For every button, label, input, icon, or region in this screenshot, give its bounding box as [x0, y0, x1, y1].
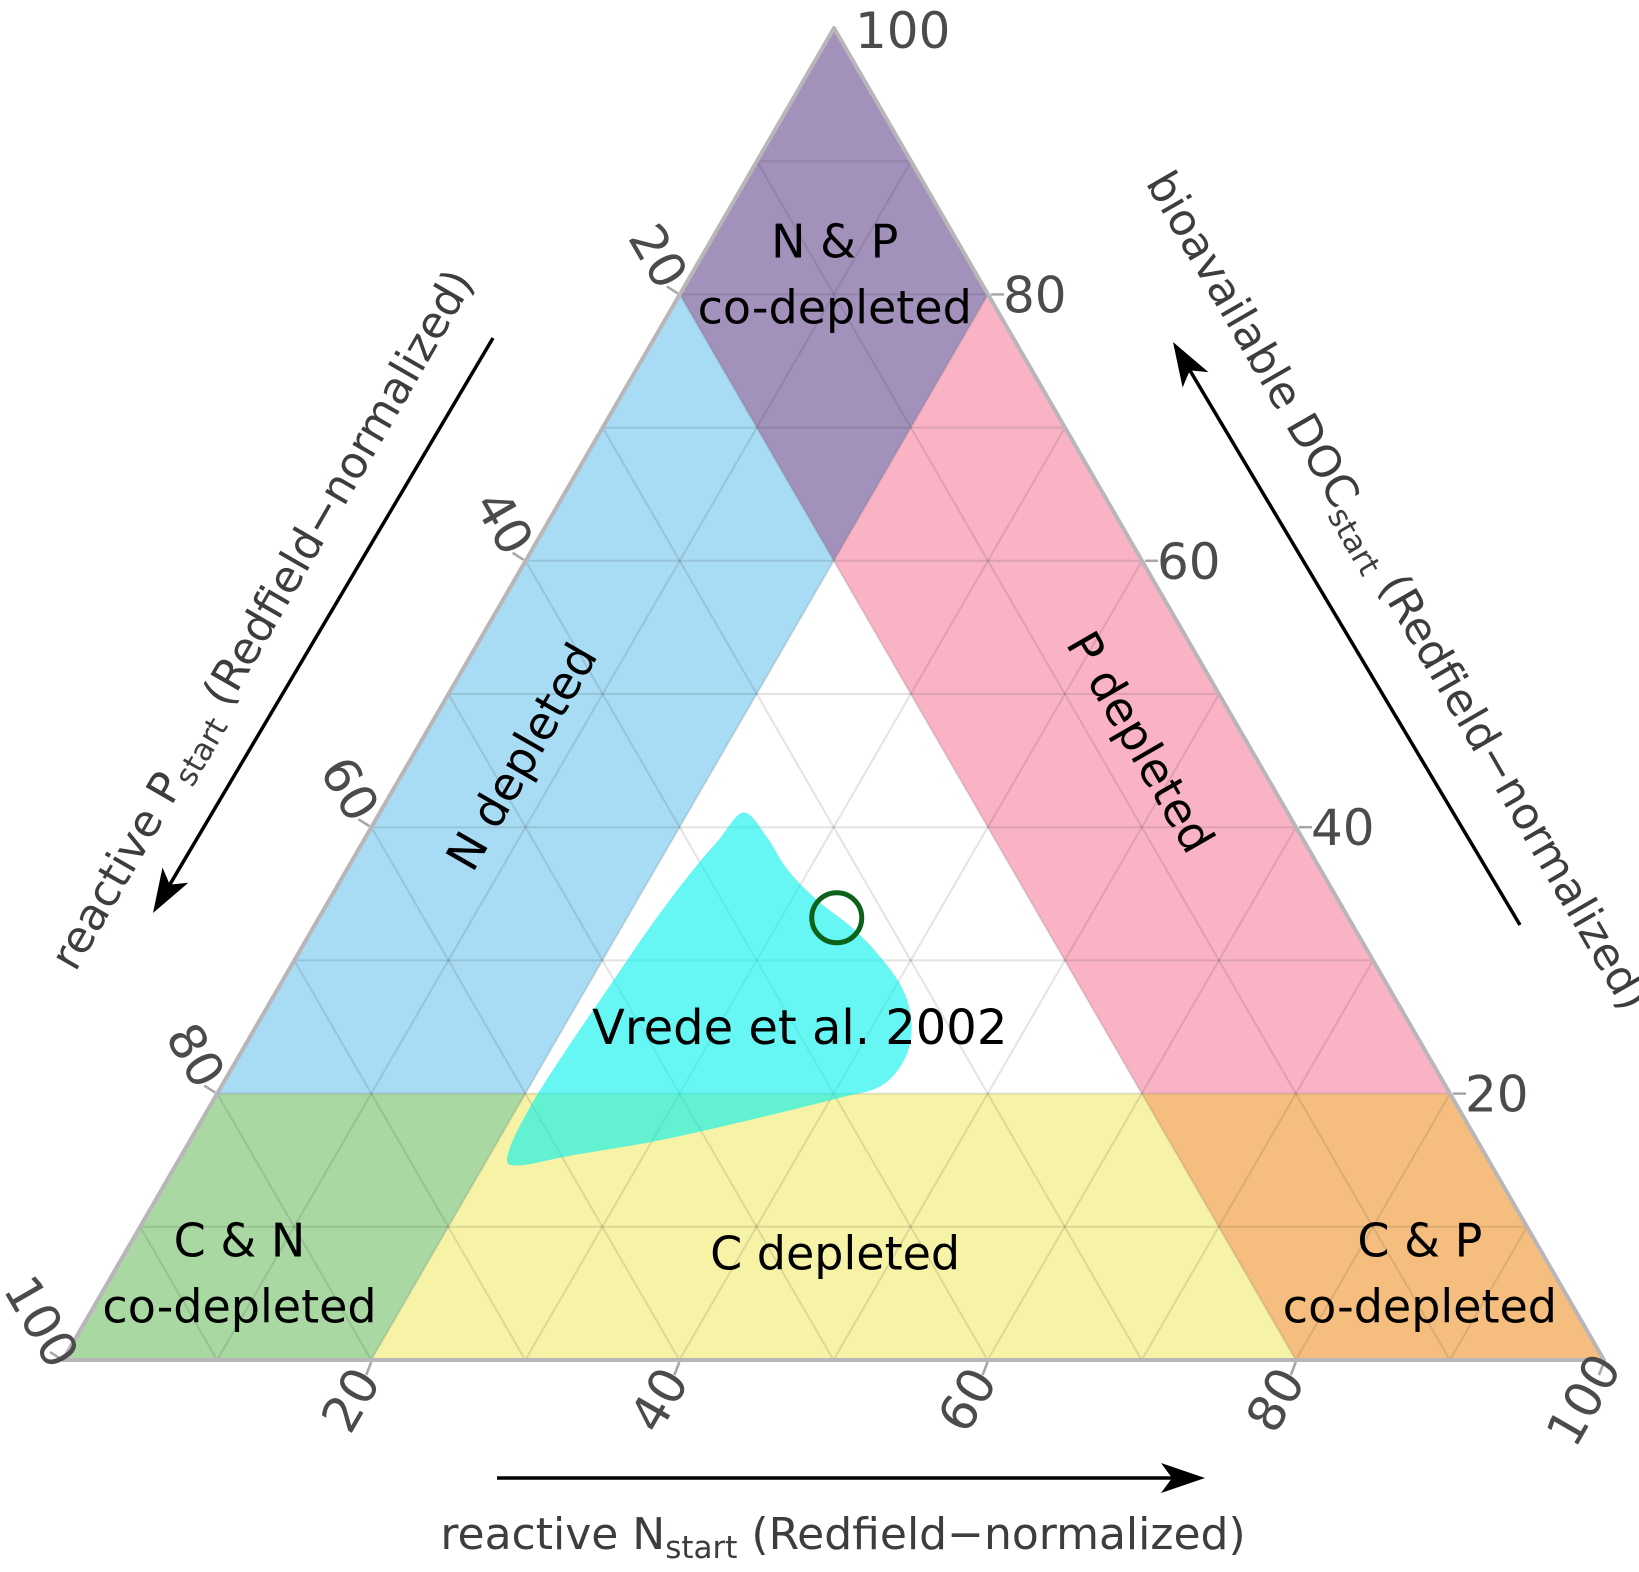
- grid-line: [139, 1226, 218, 1361]
- region-label-text: C depleted: [710, 1226, 960, 1280]
- grid-line: [293, 959, 527, 1361]
- tick-label-text: 20: [310, 1358, 392, 1442]
- tick-mark-left: [666, 285, 679, 295]
- region-p-area: [833, 294, 1450, 1094]
- tick-label-right-20: 20: [1465, 1066, 1529, 1124]
- region-label-cp: C & P co-depleted: [1283, 1213, 1557, 1333]
- tick-label-right-80: 80: [1003, 266, 1067, 324]
- grid-line: [216, 160, 912, 1361]
- tick-mark-bottom: [1597, 1361, 1606, 1376]
- grid-line: [216, 1093, 373, 1361]
- bottom-axis-title-text: reactive Nstart (Redfield−normalized): [440, 1509, 1245, 1566]
- region-label-c: C depleted: [710, 1226, 960, 1280]
- axis-arrows: [153, 337, 1522, 1493]
- bottom-axis-title-part: start: [665, 1530, 737, 1566]
- regions-layer: [63, 28, 1604, 1360]
- region-label-text: N & P co-depleted: [698, 214, 972, 334]
- bottom-axis-title-part: (Redfield−normalized): [737, 1509, 1245, 1560]
- region-c-area: [371, 1093, 1296, 1360]
- tick-mark-left: [49, 1350, 62, 1361]
- bottom-axis-title: reactive Nstart (Redfield−normalized): [440, 1509, 1245, 1566]
- region-label-line: C & N: [174, 1213, 306, 1267]
- tick-label-bottom-80: 80: [1235, 1358, 1317, 1442]
- tick-label-text: 60: [927, 1358, 1009, 1442]
- tick-label-right-60: 60: [1157, 533, 1221, 591]
- data-point-marker: [809, 890, 865, 946]
- left-axis-arrow-shaft: [166, 337, 495, 889]
- region-label-line: co-depleted: [102, 1279, 376, 1333]
- grid-line: [1140, 959, 1374, 1361]
- marker-layer: [809, 890, 865, 946]
- grid-line: [1449, 1226, 1528, 1361]
- tick-mark-left: [357, 818, 371, 828]
- region-label-line: C & P: [1357, 1213, 1482, 1267]
- tick-label-right-100: 100: [855, 2, 950, 60]
- bottom-axis-arrow: [497, 1463, 1205, 1493]
- bottom-axis-title-part: reactive N: [440, 1509, 665, 1560]
- tick-mark-bottom: [981, 1361, 989, 1376]
- region-label-cn: C & N co-depleted: [102, 1213, 376, 1333]
- tick-label-text: 80: [1235, 1358, 1317, 1442]
- region-cn-area: [63, 1093, 526, 1360]
- grid-line: [601, 427, 1143, 1361]
- triangle-border: [61, 26, 1606, 1362]
- tick-label-bottom-40: 40: [618, 1358, 700, 1442]
- right-axis-arrow-head-icon: [1173, 342, 1209, 388]
- grid-line: [986, 826, 1297, 1361]
- bottom-axis-arrow-head-icon: [1161, 1463, 1205, 1493]
- region-label-np: N & P co-depleted: [698, 214, 972, 334]
- tick-mark-left: [511, 551, 525, 561]
- vrede-envelope: [506, 812, 912, 1166]
- right-axis-title-part: (Redfield−normalized): [1361, 553, 1639, 1019]
- right-axis-arrow-shaft: [1186, 366, 1522, 926]
- region-label-text: C & N co-depleted: [102, 1213, 376, 1333]
- region-label-line: N & P: [771, 214, 898, 268]
- study-region-label: Vrede et al. 2002: [592, 1000, 1007, 1056]
- tick-label-text: 40: [618, 1358, 700, 1442]
- tick-label-right-40: 40: [1311, 799, 1375, 857]
- region-n-area: [217, 294, 834, 1094]
- region-label-text: C & P co-depleted: [1283, 1213, 1557, 1333]
- region-label-line: co-depleted: [698, 280, 972, 334]
- left-axis-arrow-head-icon: [153, 867, 189, 913]
- left-axis-title-part: (Redfield−normalized): [186, 261, 484, 727]
- tick-mark-bottom: [673, 1361, 681, 1376]
- grid-line: [370, 293, 989, 1361]
- grid-line: [832, 693, 1220, 1361]
- left-axis-arrow: [153, 337, 495, 913]
- grid-line: [370, 826, 681, 1361]
- region-label-line: co-depleted: [1283, 1279, 1557, 1333]
- tick-mark-bottom: [365, 1361, 373, 1376]
- grid-line: [678, 293, 1297, 1361]
- grid-line: [756, 160, 1451, 1361]
- region-label-line: C depleted: [710, 1226, 960, 1280]
- study-layer: [506, 812, 912, 1166]
- left-axis-title-part: reactive P: [41, 764, 194, 979]
- grid-line: [1294, 1093, 1451, 1361]
- tick-label-bottom-60: 60: [927, 1358, 1009, 1442]
- grid-line: [678, 560, 1143, 1361]
- right-axis-arrow: [1173, 342, 1522, 926]
- tick-mark-bottom: [1289, 1361, 1297, 1376]
- frame: [61, 26, 1606, 1362]
- tick-label-bottom-20: 20: [310, 1358, 392, 1442]
- tick-mark-left: [203, 1084, 216, 1094]
- right-axis-title-part: bioavailable DOC: [1136, 163, 1370, 517]
